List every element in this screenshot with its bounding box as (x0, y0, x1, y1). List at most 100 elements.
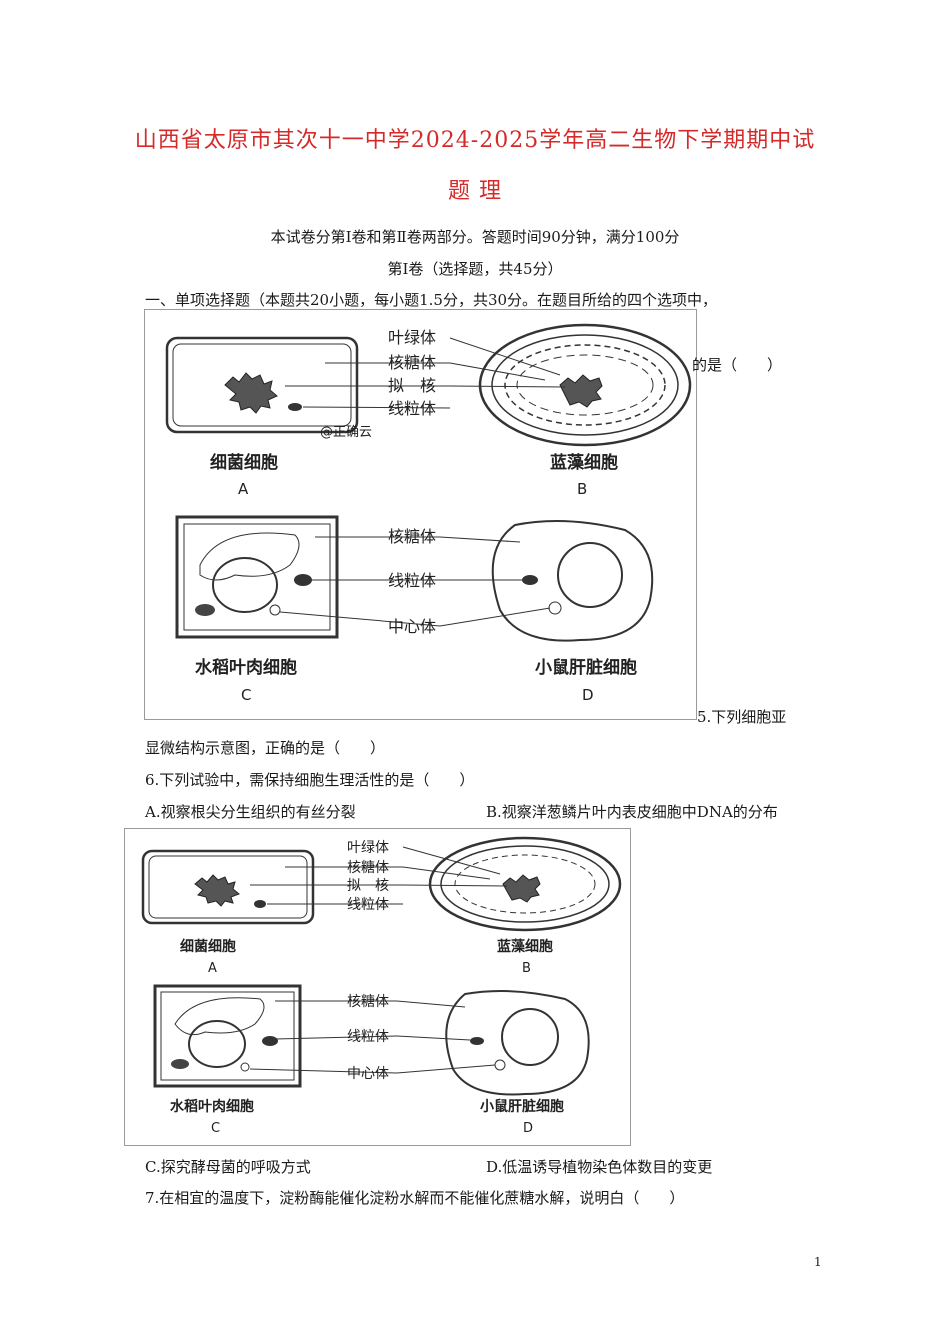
label-mitochondrion-bottom: 线粒体 (388, 571, 436, 590)
liver-cell-membrane (491, 520, 654, 642)
partial-question-suffix: 的是（ ） (692, 356, 783, 374)
caption-a-letter: A (208, 961, 217, 976)
cyanobacteria-outer-wall (428, 836, 622, 932)
liver-mitochondrion-icon (470, 1037, 484, 1045)
caption-a-letter: A (238, 480, 249, 498)
caption-a-name: 细菌细胞 (180, 938, 236, 955)
cell-diagram-1-svg: 叶绿体 核糖体 拟 核 线粒体 @正确云 细菌细胞 A 蓝藻细胞 B 核糖体 线… (165, 323, 692, 704)
q5-tail: 显微结构示意图，正确的是（ ） (145, 739, 386, 757)
liver-cell-membrane (445, 989, 590, 1096)
q6-option-a: A.视察根尖分生组织的有丝分裂 (145, 803, 356, 821)
leader-line (449, 337, 561, 376)
leader-line (449, 385, 566, 388)
plant-chloroplast-icon (195, 604, 215, 616)
caption-b-name: 蓝藻细胞 (550, 452, 618, 473)
plant-vacuole (174, 997, 265, 1036)
caption-c-name: 水稻叶肉细胞 (170, 1098, 254, 1115)
label-ribosome: 核糖体 (347, 860, 389, 876)
leader-line (439, 607, 551, 627)
bacteria-cell-membrane (172, 343, 352, 427)
doc-title-line1: 山西省太原市其次十一中学2024-2025学年高二生物下学期期中试 (134, 128, 816, 153)
label-ribosome: 核糖体 (388, 353, 436, 372)
caption-b-name: 蓝藻细胞 (497, 938, 553, 955)
plant-centriole-icon (240, 1062, 250, 1072)
plant-mitochondrion-icon (262, 1036, 278, 1046)
caption-d-letter: D (523, 1121, 533, 1136)
bacteria-nucleoid-icon (194, 874, 240, 907)
q5-head: 5.下列细胞亚 (697, 708, 787, 726)
leader-line (396, 1035, 471, 1041)
caption-d-letter: D (582, 686, 594, 704)
caption-b-letter: B (577, 480, 587, 498)
caption-c-letter: C (241, 686, 251, 704)
leader-line (402, 884, 508, 887)
plant-cell-membrane (183, 523, 331, 631)
cyanobacteria-nucleoid-icon (502, 874, 541, 903)
watermark: @正确云 (320, 425, 372, 440)
part1-instruction: 一、单项选择题（本题共20小题，每小题1.5分，共30分。在题目所给的四个选项中… (145, 291, 718, 309)
caption-a-name: 细菌细胞 (210, 452, 278, 473)
q6-stem: 6.下列试验中，需保持细胞生理活性的是（ ） (145, 771, 475, 789)
bacteria-nucleoid-icon (224, 372, 278, 414)
q6-option-c: C.探究酵母菌的呼吸方式 (145, 1158, 311, 1176)
bacteria-cell-wall (165, 336, 359, 434)
caption-c-name: 水稻叶肉细胞 (195, 657, 297, 678)
page-number: 1 (814, 1255, 822, 1269)
plant-cell-membrane (160, 991, 295, 1081)
exam-intro: 本试卷分第Ⅰ卷和第Ⅱ卷两部分。答题时间90分钟，满分100分 (270, 228, 680, 246)
cyanobacteria-membrane (491, 334, 679, 436)
plant-mitochondrion-icon (294, 574, 312, 586)
doc-title-line2: 题 理 (448, 179, 502, 204)
cyanobacteria-thylakoid-inner (516, 354, 654, 416)
liver-centriole-icon (494, 1059, 506, 1071)
plant-cell-wall (153, 984, 302, 1088)
cyanobacteria-nucleoid-icon (559, 374, 603, 408)
label-nucleoid: 拟 核 (388, 376, 436, 395)
cell-diagram-figure-1: 叶绿体 核糖体 拟 核 线粒体 @正确云 细菌细胞 A 蓝藻细胞 B 核糖体 线… (144, 309, 697, 720)
liver-nucleus (557, 542, 623, 608)
leader-line (302, 406, 451, 409)
label-ribosome-bottom: 核糖体 (347, 994, 389, 1010)
bacteria-ribosome-icon (254, 900, 266, 908)
plant-nucleus (212, 557, 278, 613)
label-mitochondrion-bottom: 线粒体 (347, 1029, 389, 1045)
cell-diagram-2-svg: 叶绿体 核糖体 拟 核 线粒体 细菌细胞 A 蓝藻细胞 B 核糖体 线粒体 中心… (141, 836, 622, 1136)
q6-option-b: B.视察洋葱鳞片叶内表皮细胞中DNA的分布 (486, 803, 778, 821)
bacteria-cell-wall (141, 849, 315, 925)
leader-line (279, 611, 441, 627)
leader-line (274, 1035, 398, 1040)
section-heading: 第Ⅰ卷（选择题，共45分） (387, 260, 563, 278)
liver-centriole-icon (548, 601, 562, 615)
liver-mitochondrion-icon (522, 575, 538, 585)
label-chloroplast: 叶绿体 (388, 328, 436, 347)
cyanobacteria-outer-wall (478, 323, 692, 447)
leader-line (449, 362, 546, 381)
leader-line (249, 1068, 398, 1074)
bacteria-cell-membrane (148, 855, 308, 919)
caption-d-name: 小鼠肝脏细胞 (535, 657, 637, 678)
cell-diagram-figure-2: 叶绿体 核糖体 拟 核 线粒体 细菌细胞 A 蓝藻细胞 B 核糖体 线粒体 中心… (124, 828, 631, 1146)
plant-cell-wall (175, 515, 339, 639)
plant-chloroplast-icon (171, 1059, 189, 1069)
leader-line (396, 1064, 496, 1074)
cyanobacteria-thylakoid (454, 854, 596, 914)
q6-option-d: D.低温诱导植物染色体数目的变更 (486, 1158, 713, 1176)
liver-nucleus (501, 1008, 559, 1066)
caption-d-name: 小鼠肝脏细胞 (480, 1098, 564, 1115)
leader-line (402, 846, 501, 875)
plant-nucleus (188, 1020, 246, 1068)
label-nucleoid: 拟 核 (347, 878, 389, 894)
label-ribosome-bottom: 核糖体 (388, 527, 436, 546)
caption-c-letter: C (211, 1121, 220, 1136)
plant-vacuole (199, 532, 300, 581)
bacteria-ribosome-icon (288, 403, 302, 411)
leader-line (439, 536, 521, 543)
label-centrosome: 中心体 (347, 1066, 389, 1082)
leader-line (402, 866, 491, 880)
q7-stem: 7.在相宜的温度下，淀粉酶能催化淀粉水解而不能催化蔗糖水解，说明白（ ） (145, 1189, 685, 1207)
label-centrosome: 中心体 (388, 617, 436, 636)
cyanobacteria-membrane (440, 845, 610, 923)
leader-line (396, 1000, 466, 1008)
label-mitochondrion: 线粒体 (388, 399, 436, 418)
label-chloroplast: 叶绿体 (347, 840, 389, 856)
